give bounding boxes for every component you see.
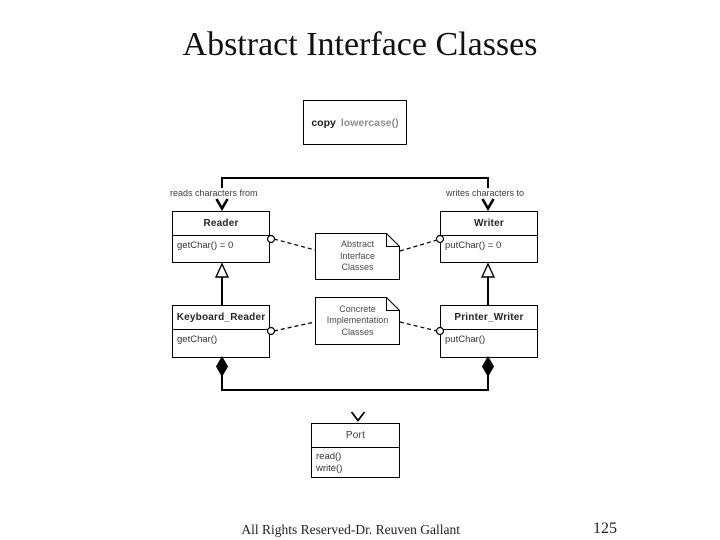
note-concrete-line: Concrete [339,303,376,314]
footer-copyright: All Rights Reserved-Dr. Reuven Gallant [241,522,460,537]
class-port: Port read() write() [311,423,400,478]
class-printer-writer: Printer_Writer putChar() [440,305,538,358]
class-writer-name: Writer [441,212,537,236]
note-link-writer [399,239,438,252]
top-bus-line [221,177,489,188]
note-concrete-line: Implementation [326,315,389,326]
copy-label: copy [311,116,336,129]
class-port-name: Port [312,424,399,448]
generalization-triangle-right-icon [480,262,496,278]
class-reader: Reader getChar() = 0 [172,211,270,263]
composition-diamond-right-icon [481,356,495,377]
class-printer-writer-member: putChar() [445,334,486,345]
page-number: 125 [593,520,617,537]
note-link-reader [273,238,316,251]
writes-characters-label: writes characters to [446,188,525,198]
note-link-keyboard-reader [273,321,316,332]
note-abstract-line: Classes [341,262,374,273]
note-shape-icon [315,297,400,345]
class-keyboard-reader-member: getChar() [177,334,218,345]
note-abstract-line: Abstract [340,239,374,250]
class-writer: Writer putChar() = 0 [440,211,538,263]
class-keyboard-reader-name: Keyboard_Reader [173,306,269,330]
class-printer-writer-name: Printer_Writer [441,306,537,330]
class-writer-member: putChar() = 0 [445,240,502,251]
copy-lowercase-box: copy lowercase() [303,100,407,145]
class-port-member: write() [316,463,343,474]
note-abstract-line: Interface [339,250,376,261]
class-keyboard-reader: Keyboard_Reader getChar() [172,305,270,358]
bottom-bus-line [221,375,489,391]
class-port-member: read() [316,451,342,462]
class-reader-name: Reader [173,212,269,236]
slide-title: Abstract Interface Classes [182,26,538,63]
composition-diamond-left-icon [215,356,229,377]
note-shape-icon [315,233,400,280]
note-link-printer-writer [399,321,438,332]
writes-arrowhead-icon [481,198,495,212]
reads-arrowhead-icon [215,198,229,212]
reads-characters-label: reads characters from [170,188,258,198]
port-arrowhead-icon [350,411,366,422]
note-abstract-interface-classes: Abstract Interface Classes [315,233,400,280]
lowercase-label: lowercase() [340,116,399,129]
generalization-triangle-left-icon [214,262,230,278]
class-reader-member: getChar() = 0 [177,240,234,251]
note-concrete-line: Classes [341,326,374,337]
note-concrete-implementation-classes: Concrete Implementation Classes [315,297,400,345]
